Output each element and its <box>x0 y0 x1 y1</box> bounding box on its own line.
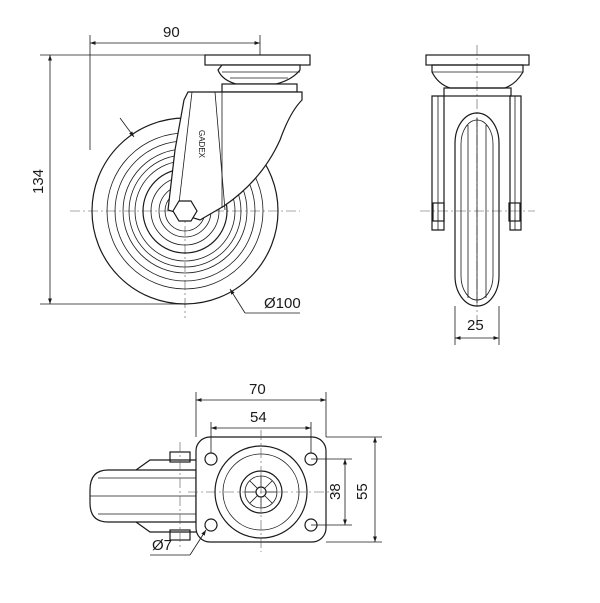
brand-mark: GADEX <box>197 130 206 159</box>
top-view: 70 54 38 55 Ø7 <box>89 381 382 556</box>
label-total-height: 134 <box>30 169 47 194</box>
side-view: 25 <box>420 45 535 345</box>
label-plate-width: 70 <box>249 381 266 398</box>
fork-front: GADEX <box>167 91 303 221</box>
dim-wheel-width: 25 <box>454 306 500 345</box>
axle-nut <box>172 200 198 222</box>
wheel-side <box>454 112 500 307</box>
front-view: GADEX 90 134 Ø100 <box>30 24 311 318</box>
dim-hole-spacing-y: 38 <box>311 458 352 526</box>
dim-wheel-diameter: Ø100 <box>119 117 301 314</box>
label-wheel-diameter: Ø100 <box>264 295 301 312</box>
dim-plate-width: 70 <box>195 381 327 437</box>
dim-hole-spacing-x: 54 <box>210 409 312 453</box>
top-plate-front <box>204 54 311 93</box>
label-hole-spacing-x: 54 <box>250 409 267 426</box>
dim-hole-diameter: Ø7 <box>150 529 207 556</box>
dim-total-height: 134 <box>30 54 205 305</box>
dim-mount-width: 90 <box>89 24 261 150</box>
label-mount-width: 90 <box>163 24 180 41</box>
label-plate-length: 55 <box>354 483 371 500</box>
label-hole-diameter: Ø7 <box>152 537 172 554</box>
label-hole-spacing-y: 38 <box>327 483 344 500</box>
dim-plate-length: 55 <box>326 436 382 543</box>
label-wheel-width: 25 <box>467 317 484 334</box>
